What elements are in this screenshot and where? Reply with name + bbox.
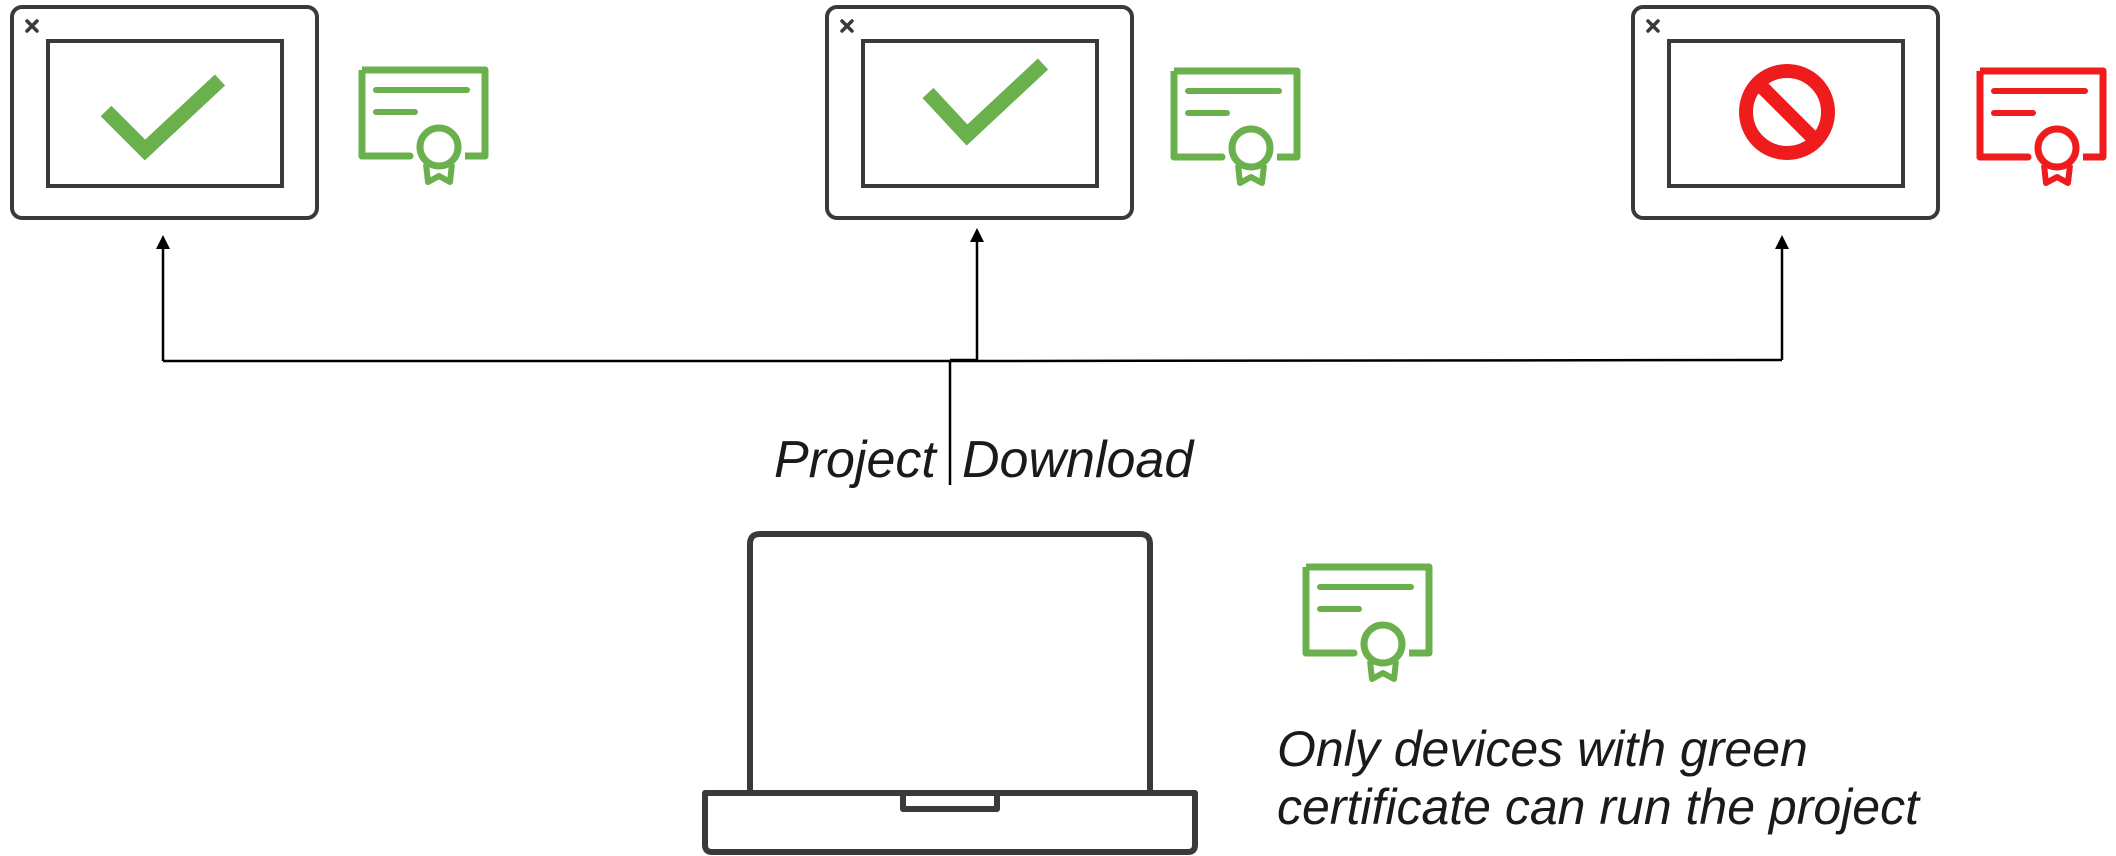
source-certificate-icon	[1306, 567, 1429, 679]
caption-line-1: Only devices with green	[1277, 721, 1808, 777]
caption-line-2: certificate can run the project	[1277, 779, 1919, 835]
checkmark-icon	[922, 58, 1049, 146]
certificate-icon	[362, 70, 485, 182]
certificate-icon	[1980, 71, 2103, 183]
laptop-icon	[702, 531, 1198, 855]
distribution-connectors	[161, 238, 1784, 485]
checkmark-icon	[100, 74, 226, 161]
device-window-1	[10, 5, 319, 220]
arrowheads	[156, 228, 1789, 249]
certificate-icon	[1174, 71, 1297, 183]
device-window-2	[825, 5, 1134, 220]
flow-label-project: Project	[774, 431, 936, 489]
caption: Only devices with green certificate can …	[1277, 720, 1919, 836]
no-entry-icon	[1739, 64, 1835, 160]
flow-label-download: Download	[962, 431, 1194, 489]
